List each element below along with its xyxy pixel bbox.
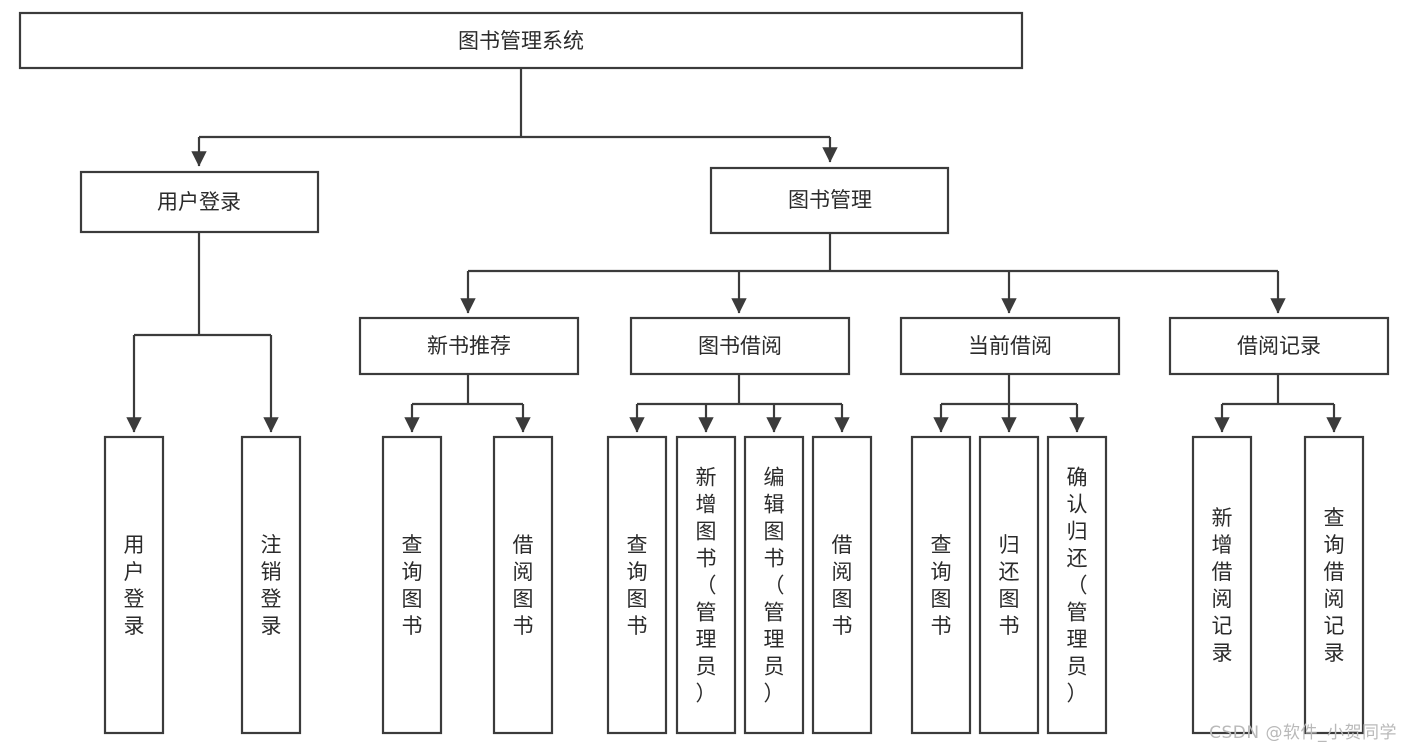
node-leaf-query-book-3[interactable]: 查询图书 [910, 435, 972, 735]
node-leaf-query-book-1-box[interactable] [381, 435, 443, 735]
node-leaf-user-login-label: 用户登录 [124, 533, 145, 638]
node-leaf-query-book-2[interactable]: 查询图书 [606, 435, 668, 735]
edges-group [126, 68, 1342, 433]
node-user-login-box[interactable] [79, 170, 320, 234]
node-leaf-logout-box[interactable] [240, 435, 302, 735]
node-leaf-borrow-book-1-label: 借阅图书 [513, 533, 534, 638]
node-leaf-query-book-1-label: 查询图书 [402, 533, 423, 638]
node-book-borrow-label: 图书借阅 [698, 334, 782, 358]
node-leaf-add-book-label: 新增图书（管理员） [696, 466, 717, 706]
node-leaf-borrow-book-1[interactable]: 借阅图书 [492, 435, 554, 735]
node-leaf-return-book[interactable]: 归还图书 [978, 435, 1040, 735]
node-borrow-record[interactable]: 借阅记录 [1168, 316, 1390, 376]
node-leaf-confirm-return[interactable]: 确认归还（管理员） [1046, 435, 1108, 735]
node-leaf-logout[interactable]: 注销登录 [240, 435, 302, 735]
node-leaf-user-login[interactable]: 用户登录 [103, 435, 165, 735]
node-leaf-query-record-label: 查询借阅记录 [1324, 506, 1345, 665]
node-root-box[interactable] [18, 11, 1024, 70]
node-user-login[interactable]: 用户登录 [79, 170, 320, 234]
node-leaf-user-login-box[interactable] [103, 435, 165, 735]
node-leaf-borrow-book-2[interactable]: 借阅图书 [811, 435, 873, 735]
node-user-login-label: 用户登录 [157, 190, 241, 214]
node-leaf-query-book-2-box[interactable] [606, 435, 668, 735]
node-leaf-query-book-2-label: 查询图书 [627, 533, 648, 638]
node-leaf-logout-label: 注销登录 [261, 533, 282, 638]
node-leaf-edit-book[interactable]: 编辑图书（管理员） [743, 435, 805, 735]
node-leaf-add-book-box[interactable] [675, 435, 737, 735]
node-leaf-query-record[interactable]: 查询借阅记录 [1303, 435, 1365, 735]
node-book-management[interactable]: 图书管理 [709, 166, 950, 235]
node-new-book-recommend-label: 新书推荐 [427, 334, 511, 358]
node-leaf-return-book-label: 归还图书 [999, 533, 1020, 638]
node-borrow-record-label: 借阅记录 [1237, 334, 1321, 358]
node-leaf-confirm-return-box[interactable] [1046, 435, 1108, 735]
node-current-borrow-box[interactable] [899, 316, 1121, 376]
node-leaf-edit-book-box[interactable] [743, 435, 805, 735]
node-book-management-box[interactable] [709, 166, 950, 235]
node-leaf-query-book-3-label: 查询图书 [931, 533, 952, 638]
node-leaf-add-record-box[interactable] [1191, 435, 1253, 735]
csdn-watermark: CSDN @软件_小贺同学 [1209, 723, 1397, 743]
node-leaf-add-record[interactable]: 新增借阅记录 [1191, 435, 1253, 735]
node-leaf-borrow-book-2-label: 借阅图书 [832, 533, 853, 638]
node-leaf-return-book-box[interactable] [978, 435, 1040, 735]
node-leaf-query-book-1[interactable]: 查询图书 [381, 435, 443, 735]
node-leaf-edit-book-label: 编辑图书（管理员） [764, 466, 785, 706]
node-leaf-borrow-book-1-box[interactable] [492, 435, 554, 735]
node-current-borrow[interactable]: 当前借阅 [899, 316, 1121, 376]
node-leaf-query-book-3-box[interactable] [910, 435, 972, 735]
node-new-book-recommend[interactable]: 新书推荐 [358, 316, 580, 376]
node-book-borrow-box[interactable] [629, 316, 851, 376]
node-current-borrow-label: 当前借阅 [968, 334, 1052, 358]
node-leaf-add-record-label: 新增借阅记录 [1212, 506, 1233, 665]
node-borrow-record-box[interactable] [1168, 316, 1390, 376]
node-root-label: 图书管理系统 [458, 29, 584, 53]
node-leaf-add-book[interactable]: 新增图书（管理员） [675, 435, 737, 735]
node-new-book-recommend-box[interactable] [358, 316, 580, 376]
node-root[interactable]: 图书管理系统 [18, 11, 1024, 70]
node-leaf-confirm-return-label: 确认归还（管理员） [1067, 466, 1088, 706]
node-leaf-borrow-book-2-box[interactable] [811, 435, 873, 735]
node-book-management-label: 图书管理 [788, 188, 872, 212]
node-leaf-query-record-box[interactable] [1303, 435, 1365, 735]
node-book-borrow[interactable]: 图书借阅 [629, 316, 851, 376]
